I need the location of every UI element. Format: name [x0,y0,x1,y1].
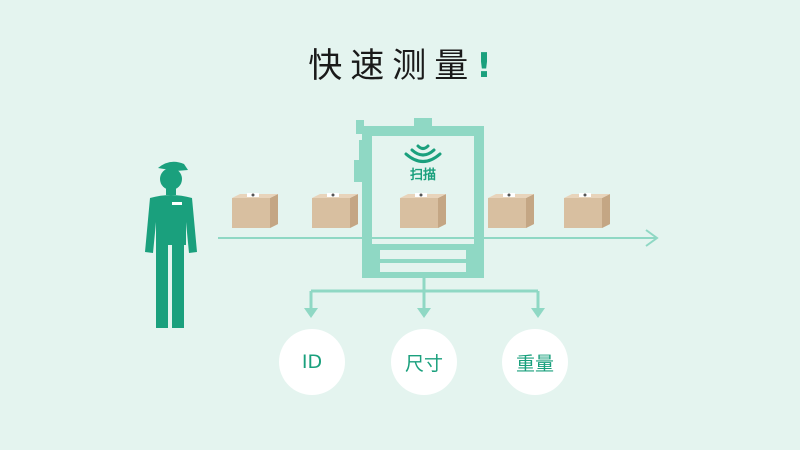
output-arrow-heads [304,308,545,318]
output-flow-lines [309,278,540,312]
output-weight-badge: 重量 [502,329,568,395]
title-text: 快速测量 [308,46,477,86]
scan-label: 扫描 [409,168,436,183]
box-5 [564,193,610,228]
box-1 [232,193,278,228]
scanner-frame [354,118,484,250]
page-title: 快速测量! [0,38,800,87]
worker-icon [145,161,197,328]
title-exclamation: ! [476,46,492,86]
box-2 [312,193,358,228]
output-id-badge: ID [279,329,345,395]
box-4 [488,193,534,228]
scanner-base [362,244,484,278]
box-3 [400,193,446,228]
scan-wave-icon [404,144,442,163]
conveyor-line [218,229,659,247]
output-size-badge: 尺寸 [391,329,457,395]
